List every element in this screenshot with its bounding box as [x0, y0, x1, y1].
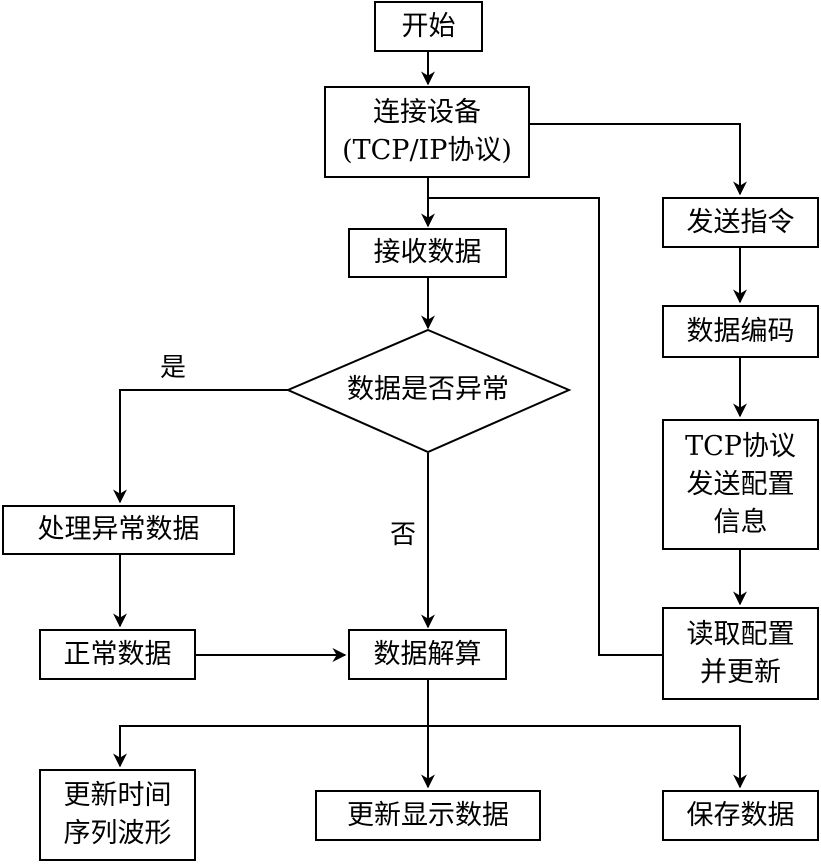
node-update-waveform: 更新时间 序列波形 — [39, 769, 196, 861]
edge-decision-handle — [113, 389, 288, 504]
node-connect-device: 连接设备 (TCP/IP协议) — [324, 86, 530, 178]
edge-read-feedback — [428, 197, 662, 656]
node-send-command: 发送指令 — [662, 197, 819, 248]
edge-compute-save — [428, 725, 747, 789]
node-tcp-send-config: TCP协议 发送配置 信息 — [662, 419, 819, 550]
node-save-data: 保存数据 — [662, 790, 819, 841]
node-update-display: 更新显示数据 — [315, 790, 541, 841]
node-start: 开始 — [374, 1, 483, 52]
node-data-compute: 数据解算 — [348, 629, 507, 680]
node-decision-label: 数据是否异常 — [347, 374, 509, 405]
label-no: 否 — [390, 520, 417, 550]
label-yes: 是 — [160, 353, 187, 383]
decision-diamond — [285, 328, 572, 454]
node-read-config-update: 读取配置 并更新 — [662, 607, 819, 700]
node-handle-abnormal: 处理异常数据 — [2, 505, 235, 555]
edge-compute-waveform — [113, 725, 428, 768]
node-data-encode: 数据编码 — [662, 305, 819, 358]
node-normal-data: 正常数据 — [39, 629, 196, 680]
node-receive-data: 接收数据 — [348, 228, 507, 278]
edge-connect-send — [530, 123, 747, 196]
